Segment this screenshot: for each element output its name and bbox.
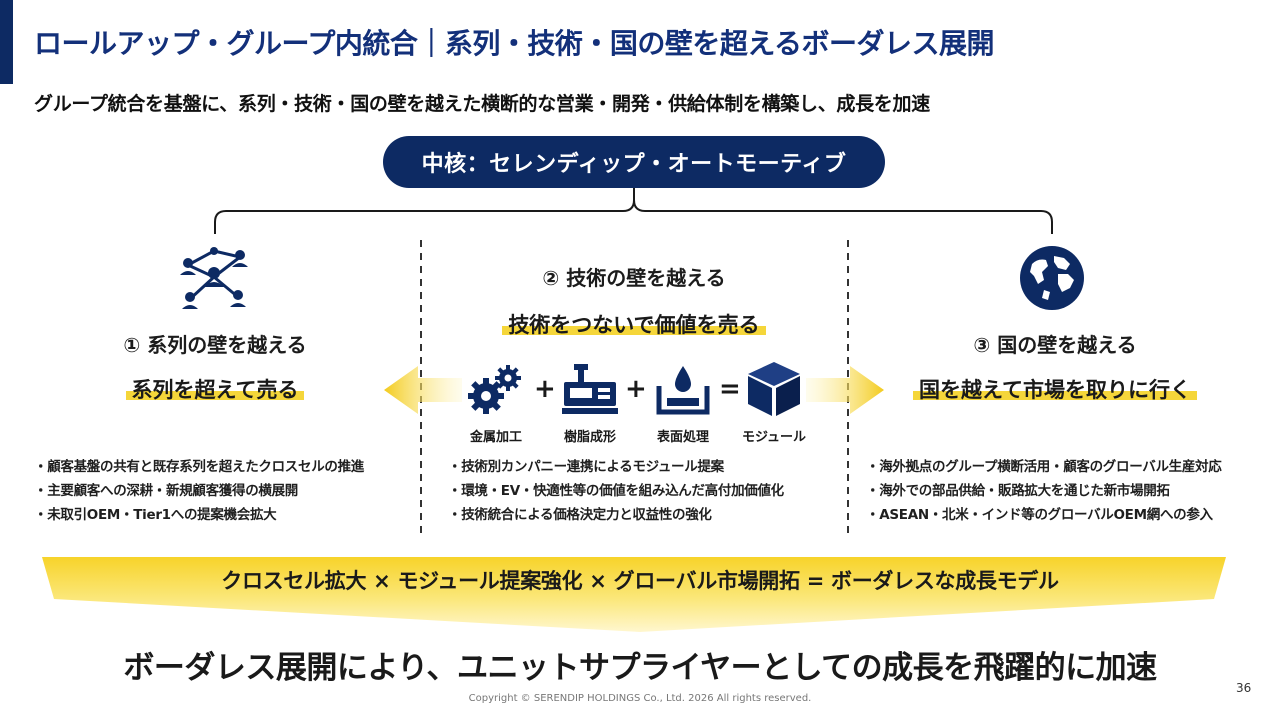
copyright: Copyright © SERENDIP HOLDINGS Co., Ltd. …	[468, 693, 812, 704]
tree-connector	[214, 188, 1053, 234]
list-item: 海外拠点のグループ横断活用・顧客のグローバル生産対応	[866, 455, 1222, 479]
column-1-highlight-wrap: 系列を超えて売る	[60, 374, 370, 404]
process-label-resin: 樹脂成形	[563, 430, 616, 445]
column-3-heading: ③ 国の壁を越える	[973, 333, 1137, 357]
list-item: 未取引OEM・Tier1への提案機会拡大	[34, 503, 364, 527]
column-2-highlight: 技術をつないで価値を売る	[502, 313, 766, 337]
list-item: 海外での部品供給・販路拡大を通じた新市場開拓	[866, 479, 1221, 503]
list-item: 環境・EV・快適性等の価値を組み込んだ高付加価値化	[448, 479, 784, 503]
conclusion-text: ボーダレス展開により、ユニットサプライヤーとしての成長を飛躍的に加速	[123, 650, 1157, 686]
column-1-highlight: 系列を超えて売る	[125, 378, 305, 402]
list-item: 技術別カンパニー連携によるモジュール提案	[448, 455, 784, 479]
accent-bar	[0, 0, 13, 84]
arrow-right	[806, 366, 884, 414]
network-people-icon	[180, 247, 248, 309]
surface-treatment-tank-icon	[656, 366, 710, 415]
list-item: 主要顧客への深耕・新規顧客獲得の横展開	[34, 479, 364, 503]
process-label-module: モジュール	[741, 430, 807, 445]
column-2-heading: ② 技術の壁を越える	[542, 266, 726, 290]
list-item: 技術統合による価格決定力と収益性の強化	[448, 503, 784, 527]
equals-operator: =	[719, 374, 741, 404]
core-company-label: 中核：セレンディップ・オートモーティブ	[421, 152, 847, 177]
list-item: 顧客基盤の共有と既存系列を超えたクロスセルの推進	[34, 455, 364, 479]
core-company-pill: 中核：セレンディップ・オートモーティブ	[383, 136, 885, 188]
page-title: ロールアップ・グループ内統合｜系列・技術・国の壁を超えるボーダレス展開	[34, 27, 994, 60]
list-item: ASEAN・北米・インド等のグローバルOEM網への参入	[866, 503, 1221, 527]
column-3-highlight-wrap: 国を越えて市場を取りに行く	[880, 374, 1230, 404]
plus-operator-2: +	[625, 374, 647, 404]
process-label-metal: 金属加工	[469, 430, 522, 445]
molding-machine-icon	[562, 364, 618, 414]
module-cube-icon	[748, 362, 800, 416]
column-2-bullets: 技術別カンパニー連携によるモジュール提案 環境・EV・快適性等の価値を組み込んだ…	[448, 455, 784, 527]
column-2-highlight-wrap: 技術をつないで価値を売る	[434, 309, 834, 339]
globe-icon	[1020, 246, 1084, 310]
process-label-surface: 表面処理	[656, 430, 709, 445]
column-1-bullets: 顧客基盤の共有と既存系列を超えたクロスセルの推進 主要顧客への深耕・新規顧客獲得…	[34, 455, 364, 527]
page-subtitle: グループ統合を基盤に、系列・技術・国の壁を越えた横断的な営業・開発・供給体制を構…	[34, 93, 930, 115]
summary-banner	[42, 557, 1226, 632]
summary-banner-text: クロスセル拡大 × モジュール提案強化 × グローバル市場開拓 = ボーダレスな…	[221, 569, 1059, 593]
arrow-left	[384, 366, 462, 414]
plus-operator-1: +	[534, 374, 556, 404]
column-3-highlight: 国を越えて市場を取りに行く	[913, 378, 1197, 402]
gears-icon	[468, 365, 521, 414]
column-1-heading: ① 系列の壁を越える	[123, 333, 307, 357]
column-3-bullets: 海外拠点のグループ横断活用・顧客のグローバル生産対応 海外での部品供給・販路拡大…	[866, 455, 1222, 527]
page-number: 36	[1236, 681, 1252, 695]
